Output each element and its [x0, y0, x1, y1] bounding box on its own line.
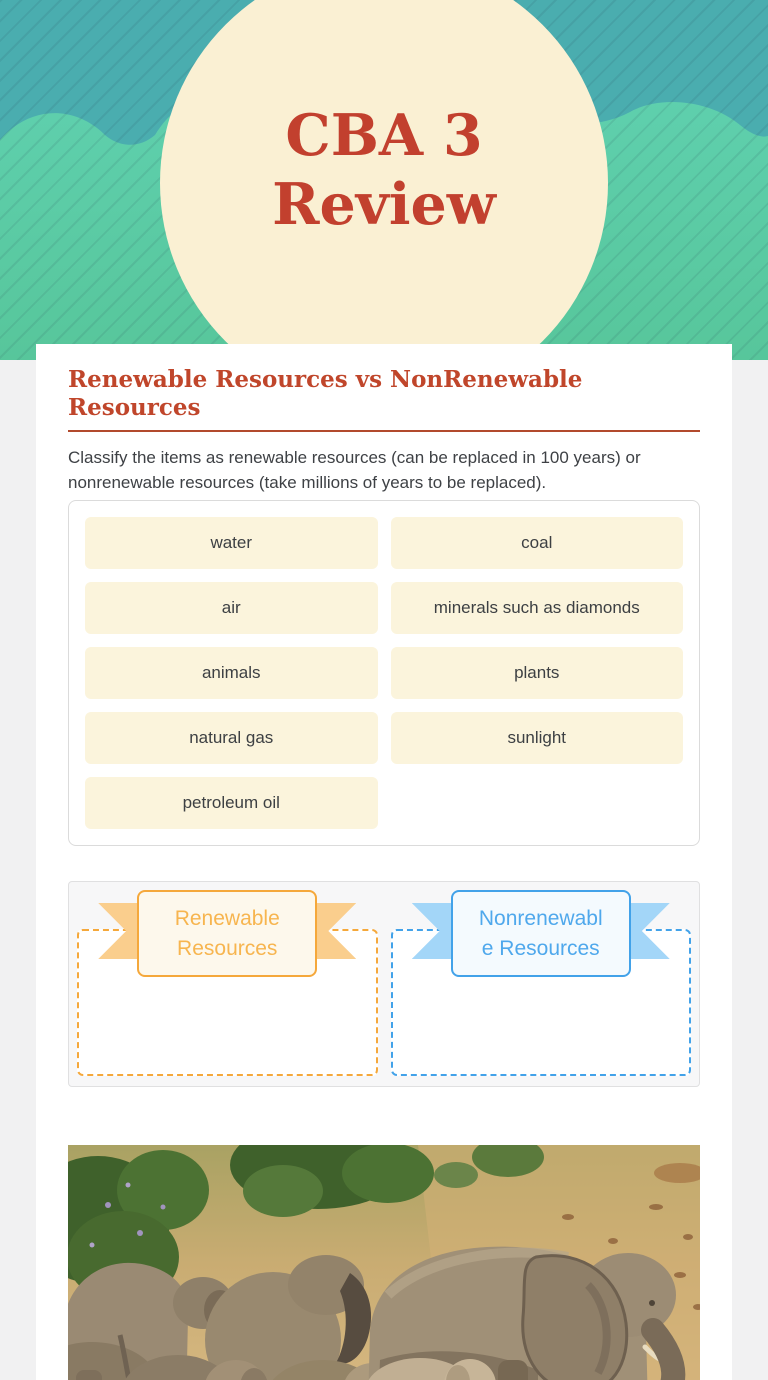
word-chip-natural-gas[interactable]: natural gas [85, 712, 378, 764]
label-line: Nonrenewabl [478, 906, 603, 930]
word-chip-petroleum-oil[interactable]: petroleum oil [85, 777, 378, 829]
question-instructions: Classify the items as renewable resource… [68, 448, 641, 492]
word-chip-coal[interactable]: coal [390, 517, 683, 569]
drop-zone-nonrenewable-label: Nonrenewabl e Resources [450, 890, 631, 977]
worksheet-card: Renewable Resources vs NonRenewable Reso… [36, 344, 732, 1380]
worksheet-title-line1: CBA 3 [285, 102, 483, 169]
word-chip-minerals[interactable]: minerals such as diamonds [390, 582, 683, 634]
question-title: Renewable Resources vs NonRenewable Reso… [68, 366, 700, 432]
word-bank: water coal air minerals such as diamonds… [68, 500, 700, 846]
drop-zone-nonrenewable[interactable]: Nonrenewabl e Resources [390, 890, 691, 1076]
label-line: Renewable [174, 906, 280, 930]
word-chip-animals[interactable]: animals [85, 647, 378, 699]
title-circle: CBA 3 Review [160, 0, 608, 360]
drop-zones-panel: Renewable Resources Nonrenewabl e Resour… [68, 881, 700, 1087]
elephants-photo [68, 1145, 700, 1380]
worksheet-title: CBA 3 Review [272, 101, 496, 239]
drop-zone-renewable[interactable]: Renewable Resources [77, 890, 378, 1076]
worksheet-title-line2: Review [272, 171, 496, 238]
label-line: e Resources [481, 936, 600, 960]
drop-zone-renewable-label: Renewable Resources [137, 890, 318, 977]
word-chip-plants[interactable]: plants [390, 647, 683, 699]
hero-banner: CBA 3 Review [0, 0, 768, 360]
word-chip-air[interactable]: air [85, 582, 378, 634]
ribbon-renewable: Renewable Resources [98, 890, 357, 977]
label-line: Resources [177, 936, 278, 960]
ribbon-nonrenewable: Nonrenewabl e Resources [411, 890, 670, 977]
word-chip-water[interactable]: water [85, 517, 378, 569]
word-chip-sunlight[interactable]: sunlight [390, 712, 683, 764]
